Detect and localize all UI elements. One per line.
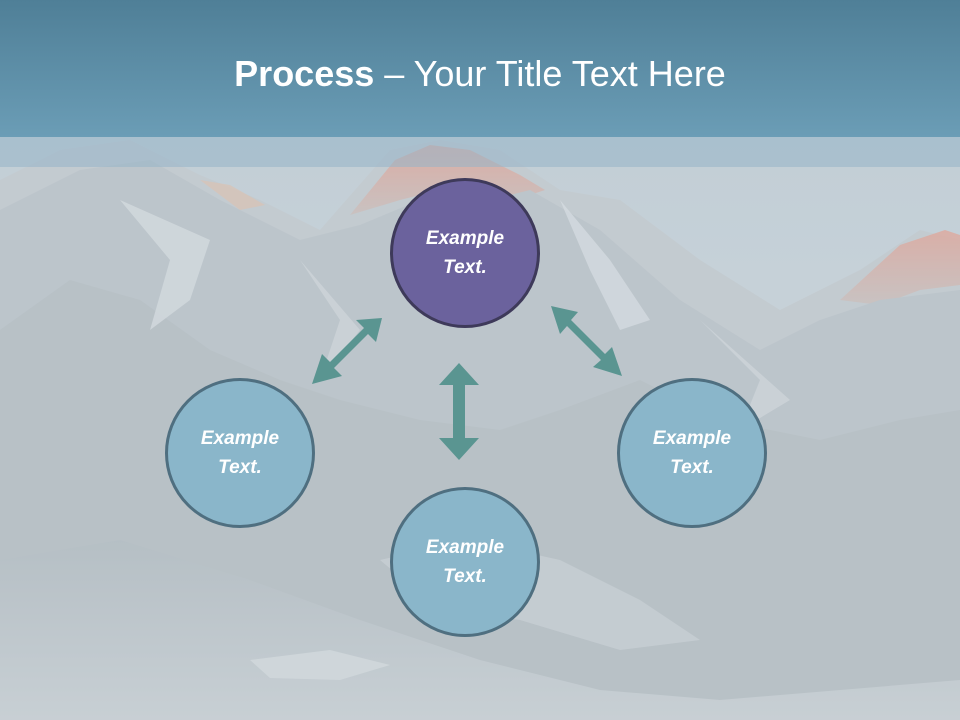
node-top-line2: Text. (443, 257, 487, 278)
node-bottom-line2: Text. (443, 566, 487, 587)
node-right-label: Example Text. (637, 424, 747, 482)
double-arrow-right[interactable] (551, 306, 622, 376)
node-top-label: Example Text. (410, 224, 520, 282)
process-node-bottom[interactable]: Example Text. (390, 487, 540, 637)
title-rest: – Your Title Text Here (374, 53, 726, 94)
double-arrow-left[interactable] (312, 318, 382, 384)
node-left-label: Example Text. (185, 424, 295, 482)
slide-title[interactable]: Process – Your Title Text Here (0, 50, 960, 98)
process-node-right[interactable]: Example Text. (617, 378, 767, 528)
node-bottom-label: Example Text. (410, 533, 520, 591)
title-band (0, 137, 960, 167)
title-bar (0, 0, 960, 137)
process-node-left[interactable]: Example Text. (165, 378, 315, 528)
node-right-line1: Example (652, 428, 732, 449)
node-left-line2: Text. (218, 457, 262, 478)
title-bold: Process (234, 53, 375, 94)
double-arrow-vertical[interactable] (439, 363, 479, 460)
process-node-top[interactable]: Example Text. (390, 178, 540, 328)
node-left-line1: Example (200, 428, 280, 449)
node-top-line1: Example (425, 228, 505, 249)
node-right-line2: Text. (670, 457, 714, 478)
node-bottom-line1: Example (425, 537, 505, 558)
